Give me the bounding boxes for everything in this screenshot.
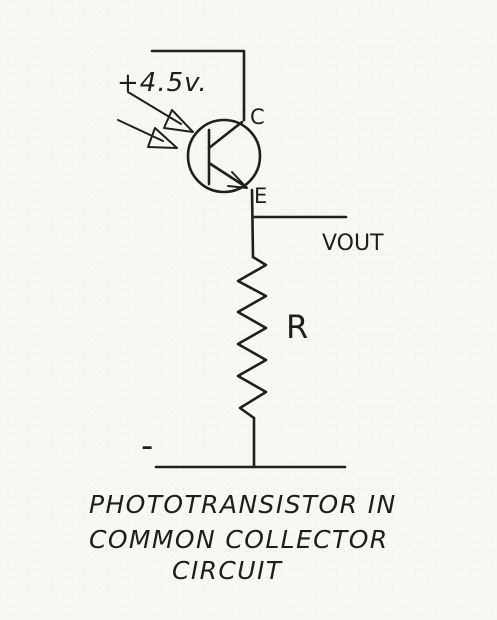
output-label: VOUT	[322, 231, 384, 256]
supply-wire	[150, 49, 246, 112]
supply-label: +4.5v.	[117, 68, 208, 98]
caption-line1: PHOTOTRANSISTOR IN	[89, 490, 397, 519]
emitter-wire	[250, 188, 255, 259]
resistor-label: R	[286, 308, 308, 346]
light-arrows-icon	[117, 91, 194, 149]
collector-label: C	[250, 105, 265, 129]
caption-line3: CIRCUIT	[172, 556, 283, 585]
ground-label: -	[141, 426, 153, 466]
phototransistor-icon	[186, 118, 262, 194]
caption-line2: COMMON COLLECTOR	[89, 525, 389, 554]
emitter-label: E	[254, 184, 267, 208]
resistor-icon	[236, 255, 268, 420]
